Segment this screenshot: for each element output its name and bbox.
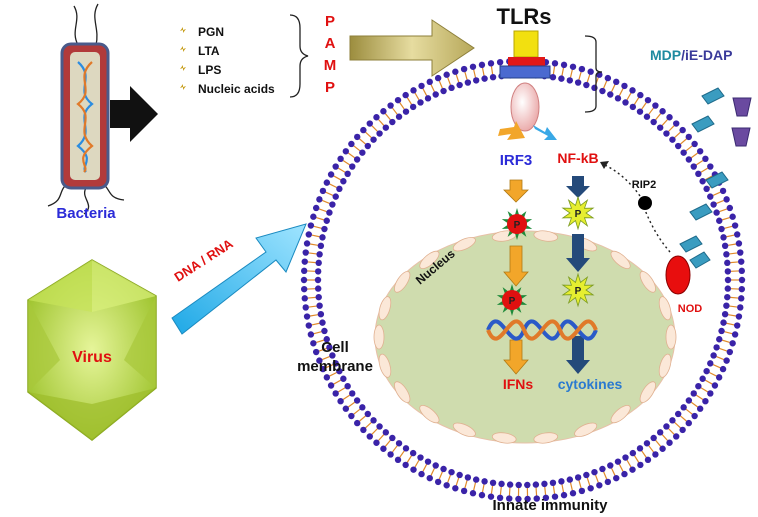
pamp-acronym: P A M P [324, 13, 337, 96]
bacteria-label: Bacteria [56, 205, 116, 222]
pamp-list: PGN LTA LPS Nucleic acids [180, 25, 275, 96]
innate-immunity-label: Innate immunity [492, 497, 608, 514]
irf3-label: IRF3 [500, 152, 533, 169]
flagellum [94, 3, 99, 46]
virus-particle [27, 259, 157, 441]
flagellum [83, 187, 90, 215]
bacteria-arrow [110, 86, 158, 142]
svg-text:P: P [575, 209, 582, 220]
rip2-dot [638, 196, 652, 210]
cytokines-label: cytokines [558, 376, 623, 392]
phospho-irf3-icon: P [501, 208, 533, 240]
svg-text:P: P [509, 296, 516, 307]
svg-text:P: P [325, 79, 335, 96]
ie-dap-molecule-icons [731, 97, 752, 147]
svg-text:P: P [325, 13, 335, 30]
nfkb-pathway-arrows [566, 176, 590, 374]
pamp-item: LTA [198, 44, 220, 58]
tlr-receptor [499, 30, 551, 132]
svg-text:P: P [514, 220, 521, 231]
dna-rna-label: DNA / RNA [171, 235, 236, 284]
pamp-bullet-icon [180, 65, 186, 71]
pamp-to-tlr-arrow [349, 19, 475, 77]
pamp-item: Nucleic acids [198, 82, 275, 96]
virus-to-cell-arrow [171, 223, 307, 335]
nuclear-phospho-nfkb-icon: P [561, 272, 595, 308]
nuclear-dna-helix [486, 319, 598, 341]
flagellum [73, 5, 79, 46]
tlrs-label: TLRs [497, 4, 552, 29]
cell-membrane [300, 57, 746, 503]
tlr-brace [584, 35, 603, 113]
pamp-brace [289, 14, 309, 98]
nfkb-label: NF-kB [557, 150, 598, 166]
nod-receptor [665, 255, 691, 295]
svg-text:M: M [324, 57, 337, 74]
dotted-arrowhead [600, 161, 609, 169]
svg-text:A: A [325, 35, 336, 52]
bacterial-dna-helix [76, 61, 94, 173]
nod-rip2-dotted-line [644, 209, 671, 253]
tlr-to-nfkb-arrow [533, 125, 557, 140]
pamp-bullet-icon [180, 84, 186, 90]
ifns-label: IFNs [503, 376, 534, 392]
pamp-bullet-icon [180, 46, 186, 52]
nod-bound-mdp-icon [689, 251, 711, 269]
pamp-item: PGN [198, 25, 224, 39]
nuclear-phospho-irf3-icon: P [496, 284, 528, 316]
nod-label: NOD [678, 303, 703, 315]
pamp-bullet-icon [180, 27, 186, 33]
cell-membrane-label-line2: membrane [297, 358, 373, 375]
mdp-molecule-icons [679, 87, 729, 253]
svg-text:P: P [575, 286, 582, 297]
tlr-transmembrane [499, 65, 551, 79]
nucleus [374, 230, 676, 444]
bacterium [47, 3, 125, 215]
cell-membrane-label-line1: Cell [321, 339, 349, 356]
tlr-ectodomain [513, 30, 539, 58]
tlr-to-irf3-arrow [498, 121, 525, 140]
phospho-nfkb-icon: P [561, 195, 595, 231]
pamp-item: LPS [198, 63, 221, 77]
irf3-pathway-arrows [503, 179, 529, 375]
virus-label: Virus [72, 349, 112, 366]
mdp-ie-dap-label: MDP/iE-DAP [650, 47, 732, 63]
tlr-tir-domain [510, 82, 540, 132]
rip2-label: RIP2 [632, 179, 656, 191]
